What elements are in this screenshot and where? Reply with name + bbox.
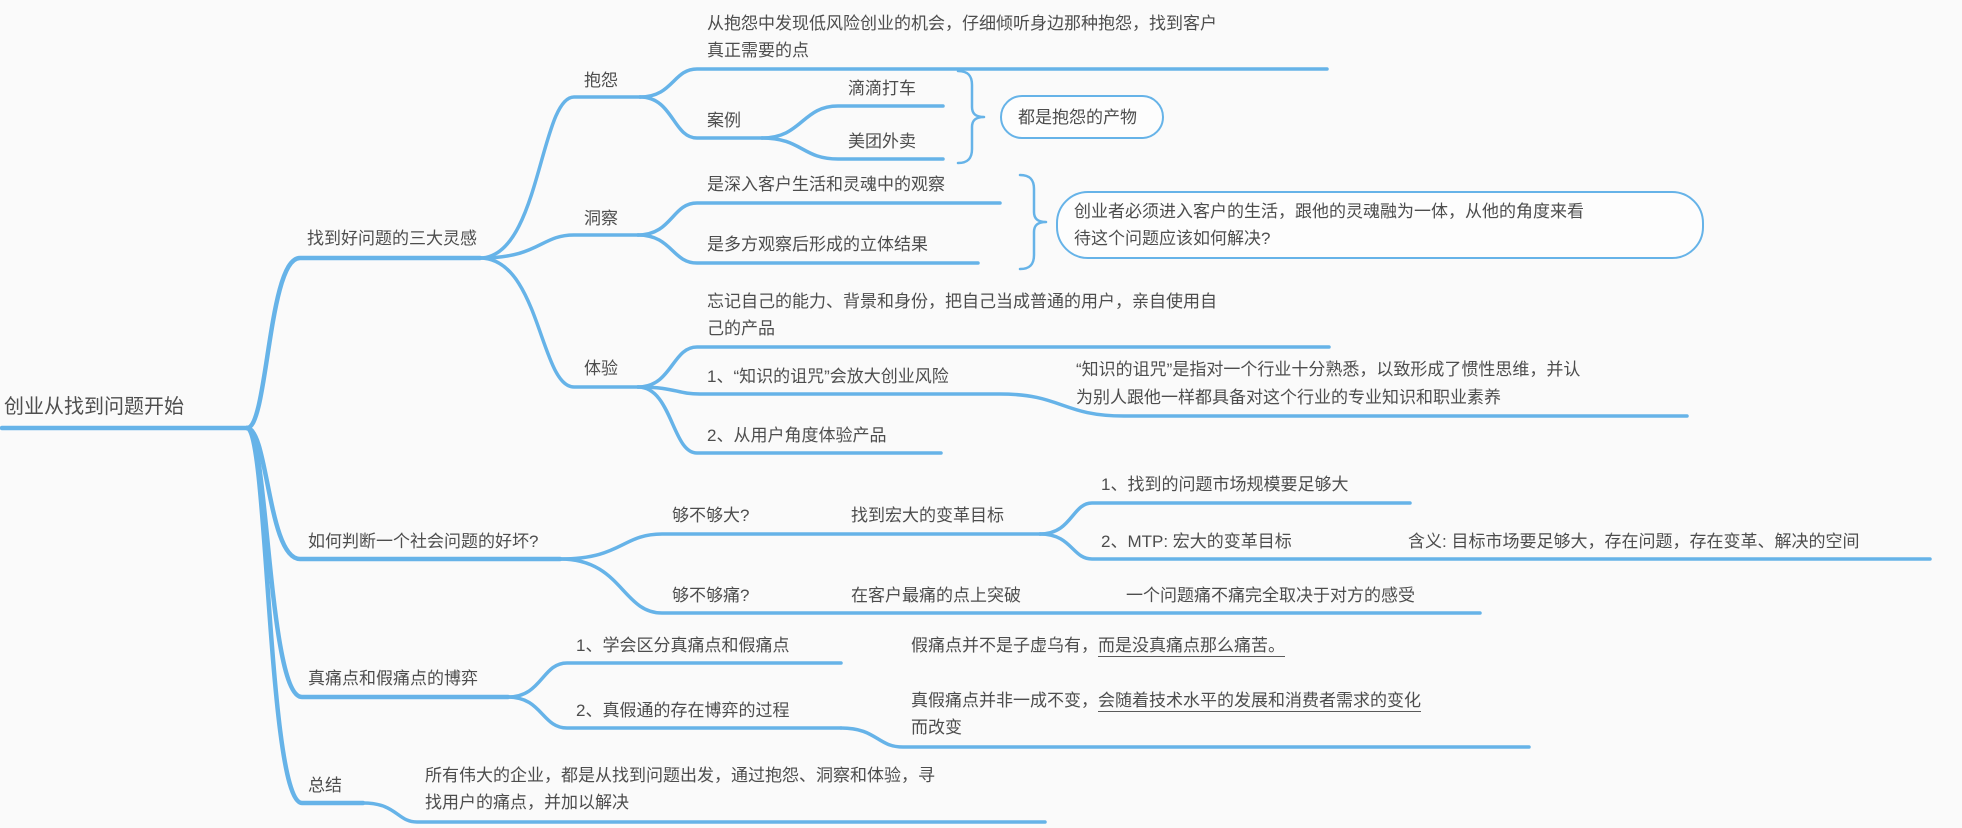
game-note-normal: 真假痛点并非一成不变， bbox=[911, 691, 1098, 710]
node-summary-line2[interactable]: 找用户的痛点，并加以解决 bbox=[425, 793, 629, 812]
node-complaint-desc-line1[interactable]: 从抱怨中发现低风险创业的机会，仔细倾听身边那种抱怨，找到客户 bbox=[707, 14, 1217, 33]
node-summary[interactable]: 总结 bbox=[308, 776, 342, 795]
line-distinguish bbox=[506, 661, 843, 699]
node-big-enough[interactable]: 够不够大? bbox=[672, 506, 750, 525]
node-mtp[interactable]: 2、MTP: 宏大的变革目标 bbox=[1101, 532, 1292, 551]
node-case-meituan[interactable]: 美团外卖 bbox=[848, 132, 916, 151]
node-three-inspirations[interactable]: 找到好问题的三大灵感 bbox=[307, 229, 477, 248]
node-cases[interactable]: 案例 bbox=[707, 111, 741, 130]
node-distinguish[interactable]: 1、学会区分真痛点和假痛点 bbox=[576, 636, 790, 655]
branch-complaint bbox=[478, 95, 642, 260]
node-market-size[interactable]: 1、找到的问题市场规模要足够大 bbox=[1101, 475, 1349, 494]
brace-cases bbox=[956, 69, 986, 165]
node-mtp-meaning[interactable]: 含义: 目标市场要足够大，存在问题，存在变革、解决的空间 bbox=[1408, 532, 1860, 551]
node-experience-desc-line2[interactable]: 己的产品 bbox=[707, 319, 775, 338]
node-painpoint-game[interactable]: 真痛点和假痛点的博弈 bbox=[308, 669, 478, 688]
node-insight[interactable]: 洞察 bbox=[584, 209, 618, 228]
branch-painpoints bbox=[244, 425, 511, 700]
branch-inspiration bbox=[244, 255, 483, 431]
line-complaint-desc bbox=[638, 67, 1329, 99]
line-insight-1 bbox=[636, 201, 1002, 237]
root-node[interactable]: 创业从找到问题开始 bbox=[4, 396, 184, 418]
node-case-didi[interactable]: 滴滴打车 bbox=[848, 79, 916, 98]
node-experience[interactable]: 体验 bbox=[584, 359, 618, 378]
callout-insight-line1: 创业者必须进入客户的生活，跟他的灵魂融为一体，从他的角度来看 bbox=[1074, 202, 1584, 221]
node-insight-point1[interactable]: 是深入客户生活和灵魂中的观察 bbox=[707, 175, 945, 194]
branch-summary bbox=[244, 425, 366, 806]
node-judge-problem[interactable]: 如何判断一个社会问题的好坏? bbox=[308, 532, 539, 551]
node-user-perspective[interactable]: 2、从用户角度体验产品 bbox=[707, 426, 887, 445]
callout-insight[interactable]: 创业者必须进入客户的生活，跟他的灵魂融为一体，从他的角度来看 待这个问题应该如何… bbox=[1056, 191, 1704, 259]
line-big-enough bbox=[558, 532, 1042, 561]
node-pain-breakthrough[interactable]: 在客户最痛的点上突破 bbox=[851, 586, 1021, 605]
node-pain-feeling[interactable]: 一个问题痛不痛完全取决于对方的感受 bbox=[1126, 586, 1415, 605]
node-grand-goal[interactable]: 找到宏大的变革目标 bbox=[851, 506, 1004, 525]
line-cases bbox=[638, 95, 764, 140]
node-curse-note-line2[interactable]: 为别人跟他一样都具备对这个行业的专业知识和职业素养 bbox=[1076, 388, 1501, 407]
brace-insight bbox=[1018, 173, 1048, 271]
node-complaint[interactable]: 抱怨 bbox=[584, 71, 618, 90]
node-insight-point2[interactable]: 是多方观察后形成的立体结果 bbox=[707, 235, 928, 254]
line-market-size bbox=[1038, 501, 1412, 536]
game-note-underlined: 会随着技术水平的发展和消费者需求的变化 bbox=[1098, 691, 1421, 712]
node-game-note-line2[interactable]: 而改变 bbox=[911, 718, 962, 737]
node-experience-desc-line1[interactable]: 忘记自己的能力、背景和身份，把自己当成普通的用户，亲自使用自 bbox=[707, 292, 1217, 311]
callout-complaint-product[interactable]: 都是抱怨的产物 bbox=[1000, 95, 1164, 139]
callout-insight-line2: 待这个问题应该如何解决? bbox=[1074, 229, 1271, 248]
node-curse-note-line1[interactable]: “知识的诅咒”是指对一个行业十分熟悉，以致形成了惯性思维，并认 bbox=[1076, 360, 1581, 379]
callout-complaint-product-text: 都是抱怨的产物 bbox=[1018, 107, 1137, 127]
node-game-process[interactable]: 2、真假通的存在博弈的过程 bbox=[576, 701, 790, 720]
node-summary-line1[interactable]: 所有伟大的企业，都是从找到问题出发，通过抱怨、洞察和体验，寻 bbox=[425, 766, 935, 785]
node-game-note-line1[interactable]: 真假痛点并非一成不变，会随着技术水平的发展和消费者需求的变化 bbox=[911, 690, 1421, 712]
node-curse-of-knowledge[interactable]: 1、“知识的诅咒”会放大创业风险 bbox=[707, 367, 949, 386]
branch-insight bbox=[478, 233, 640, 260]
fake-pain-note-normal: 假痛点并不是子虚乌有， bbox=[911, 636, 1098, 655]
node-fake-pain-note[interactable]: 假痛点并不是子虚乌有，而是没真痛点那么痛苦。 bbox=[911, 635, 1285, 657]
fake-pain-note-underlined: 而是没真痛点那么痛苦。 bbox=[1098, 636, 1285, 657]
node-pain-enough[interactable]: 够不够痛? bbox=[672, 586, 750, 605]
node-complaint-desc-line2[interactable]: 真正需要的点 bbox=[707, 41, 809, 60]
